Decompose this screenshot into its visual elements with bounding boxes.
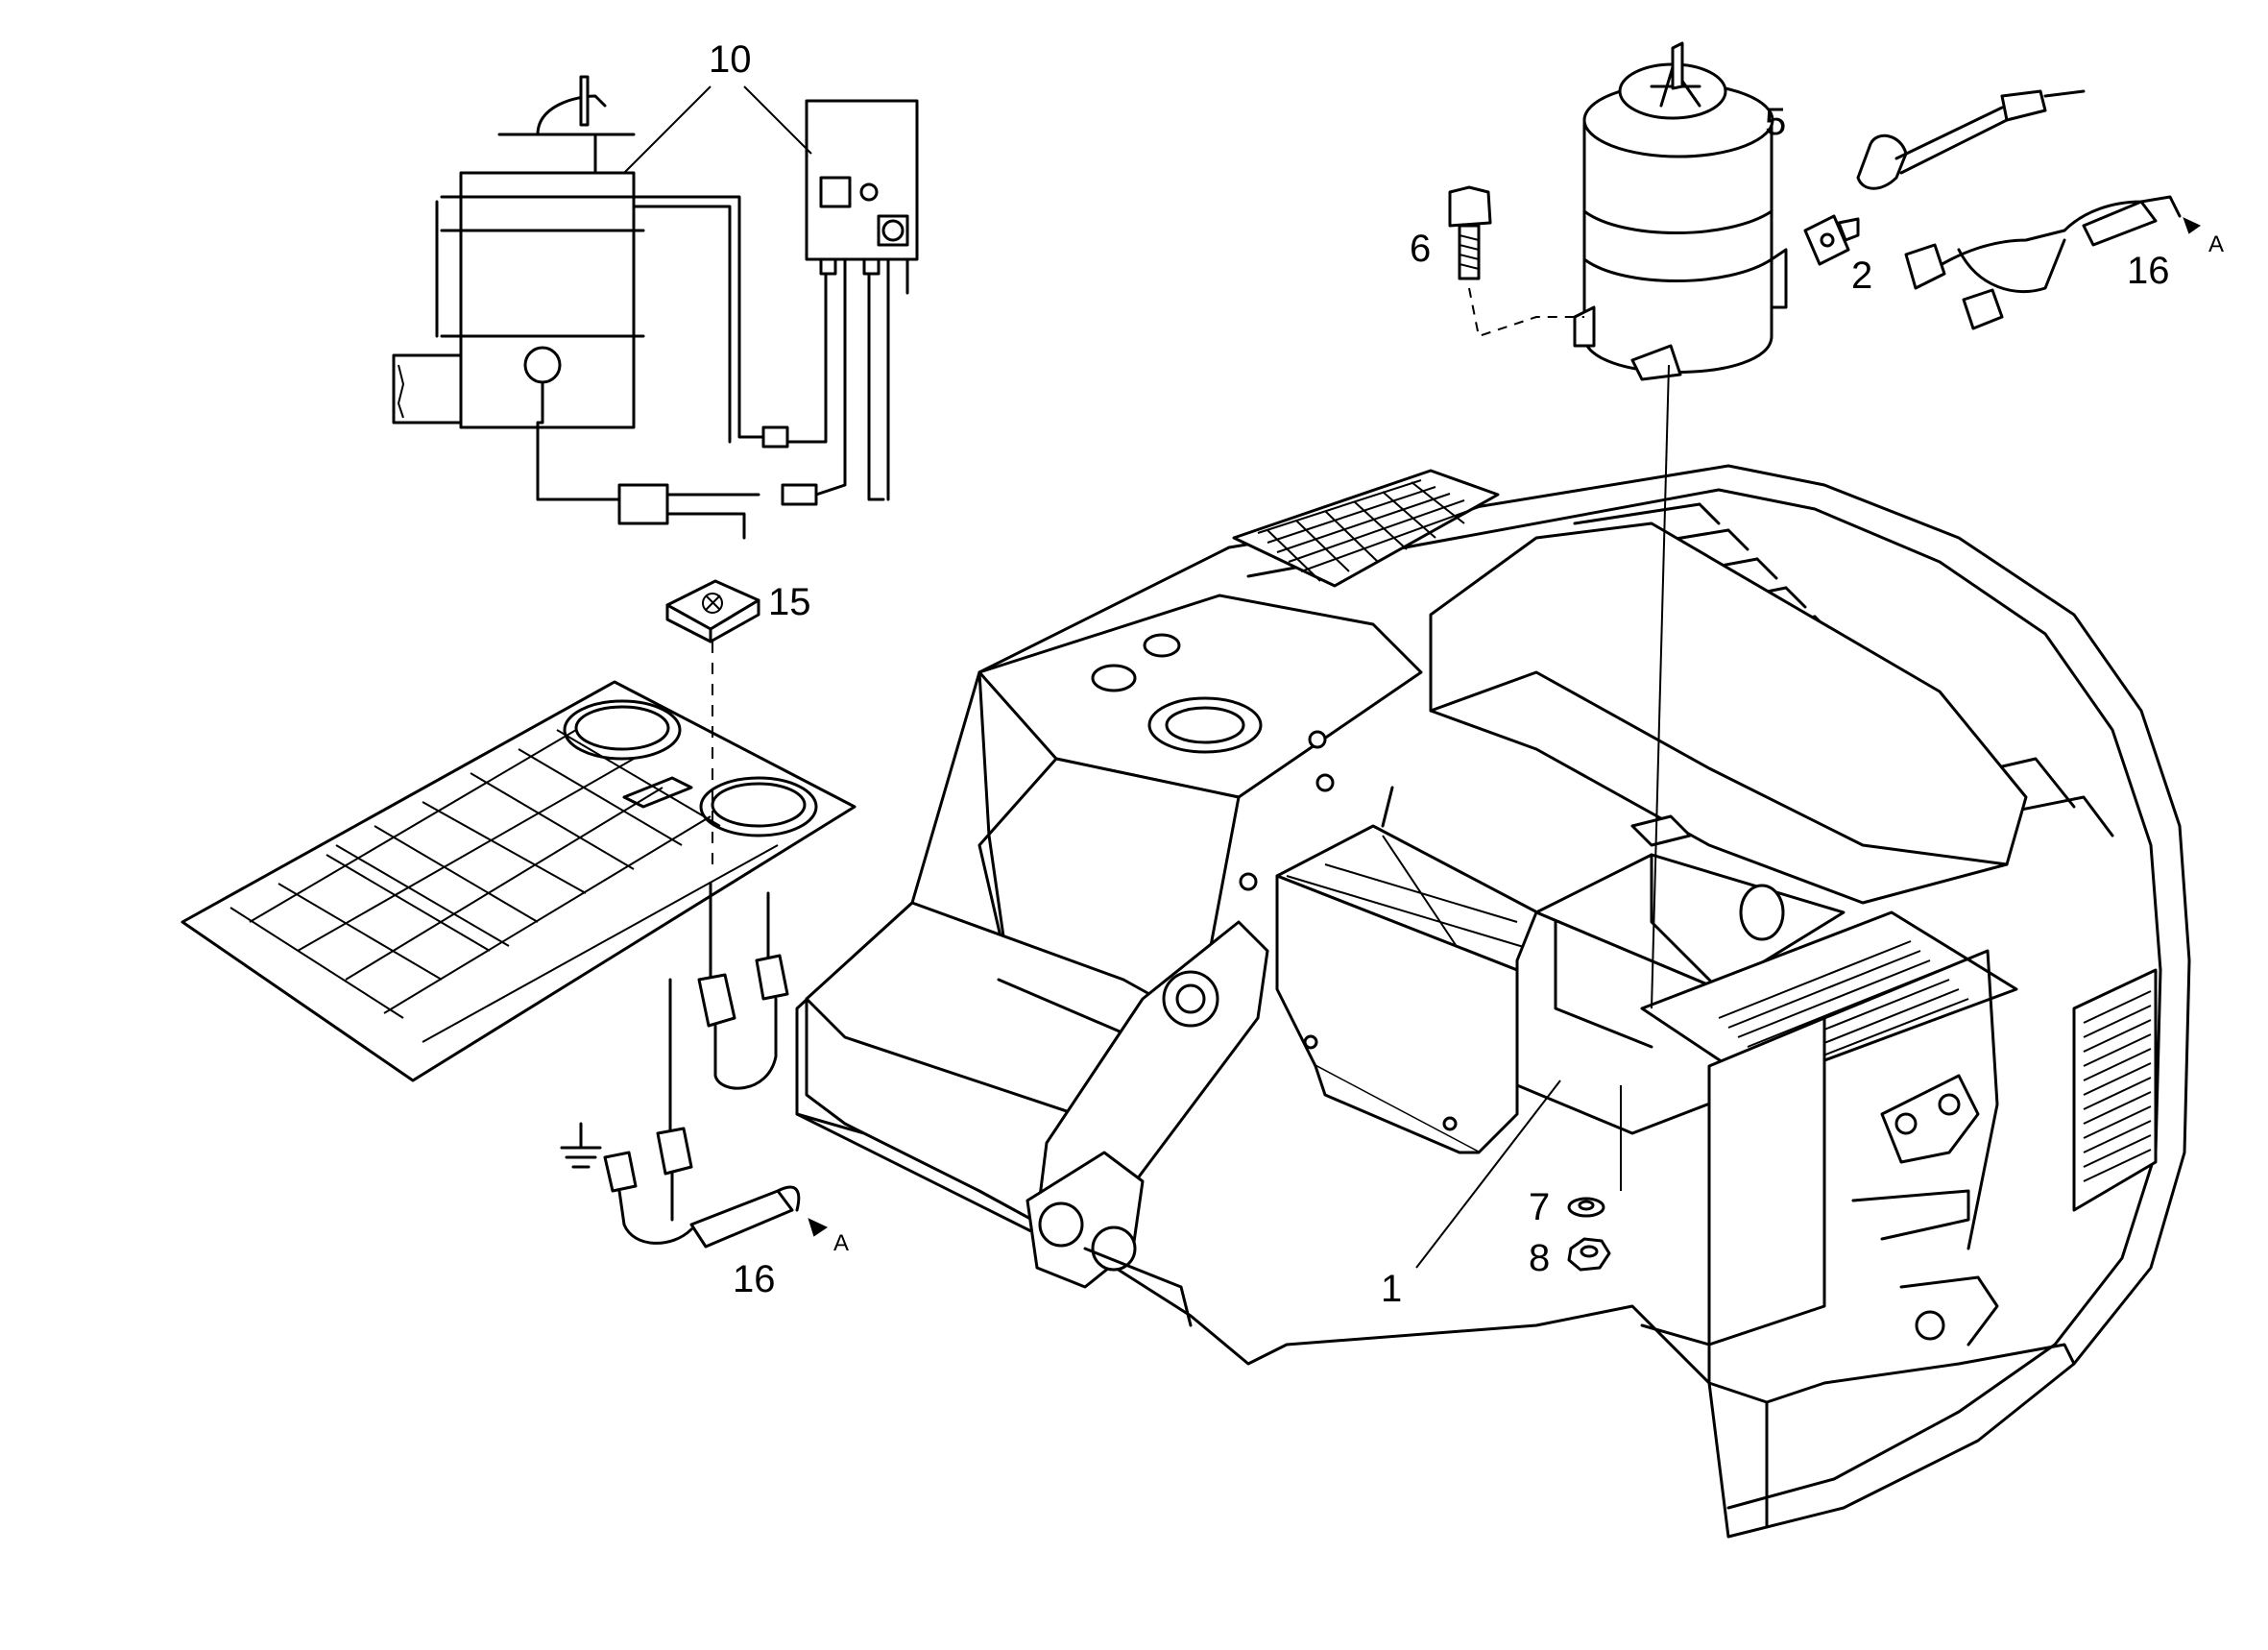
- washer-7: [1567, 1197, 1605, 1218]
- side-vent: [2072, 968, 2158, 1212]
- washer-tank: [1573, 41, 1788, 381]
- callout-8: 8: [1529, 1237, 1550, 1279]
- switch-15: [665, 579, 760, 864]
- switch-panel: [181, 680, 857, 1082]
- callout-6: 6: [1410, 228, 1431, 270]
- nut-8: [1567, 1237, 1611, 1272]
- callout-2: 2: [1851, 255, 1872, 297]
- bracket-2: [1803, 214, 1860, 266]
- heater-inset: [392, 75, 919, 540]
- connector-label-a-bottom: A: [833, 1230, 849, 1256]
- right-service-panel: [1640, 910, 2076, 1529]
- harness-bottom: [560, 882, 829, 1249]
- bolt-6: [1448, 185, 1584, 338]
- callout-1: 1: [1381, 1268, 1402, 1310]
- connector-label-a-top: A: [2208, 231, 2224, 257]
- hood-grille: [1232, 469, 1500, 588]
- ground-symbol-icon: [560, 1122, 602, 1169]
- tank-mounting-box: [1515, 814, 1846, 1135]
- callout-7: 7: [1529, 1186, 1550, 1228]
- callout-5: 5: [1765, 101, 1786, 143]
- callout-15: 15: [768, 581, 811, 623]
- callout-16-top: 16: [2127, 250, 2170, 292]
- boom-linkage: [1025, 920, 1269, 1327]
- harness-top: [1856, 89, 2201, 330]
- callout-10: 10: [709, 38, 752, 81]
- callout-16-bottom: 16: [733, 1258, 776, 1300]
